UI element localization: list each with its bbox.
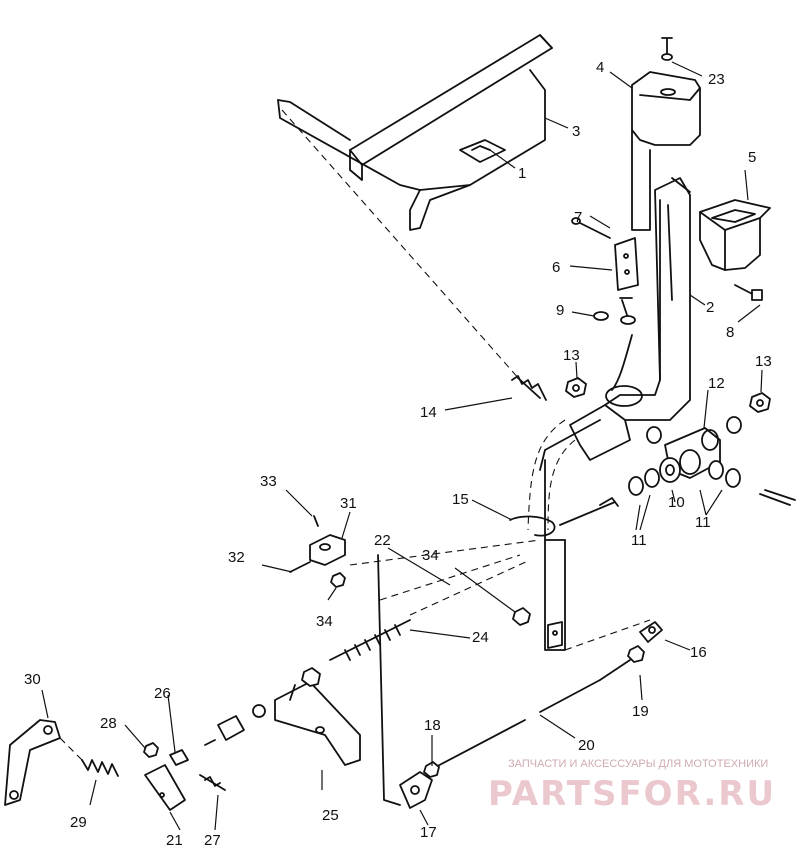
callout-6: 6: [552, 259, 560, 276]
part-34-nut-center: [512, 607, 531, 626]
part-13-nut-right: [749, 392, 771, 413]
callout-8: 8: [726, 324, 734, 341]
callout-23: 23: [708, 71, 725, 88]
callout-34b: 34: [422, 547, 439, 564]
part-18-nut: [423, 761, 440, 778]
callout-9: 9: [556, 302, 564, 319]
callout-17: 17: [420, 824, 437, 841]
callout-24: 24: [472, 629, 489, 646]
callout-10: 10: [668, 494, 685, 511]
part-8-bolt: [734, 284, 763, 301]
callout-3: 3: [572, 123, 580, 140]
part-4-upright-housing: [631, 71, 701, 231]
watermark-logo: PARTSFOR.RU: [488, 774, 776, 814]
callout-21: 21: [166, 832, 183, 849]
callout-5: 5: [748, 149, 756, 166]
callout-32: 32: [228, 549, 245, 566]
watermark-caption: ЗАПЧАСТИ И АКСЕССУАРЫ ДЛЯ МОТОТЕХНИКИ: [508, 758, 768, 770]
callout-1: 1: [518, 165, 526, 182]
callout-30: 30: [24, 671, 41, 688]
part-17-rod-end: [399, 771, 433, 809]
part-13-nut-left: [565, 377, 587, 398]
part-29-spring: [59, 737, 119, 777]
callout-25: 25: [322, 807, 339, 824]
lower-shift-lever: [527, 404, 631, 651]
callout-26: 26: [154, 685, 171, 702]
part-26-clip: [144, 749, 189, 811]
part-14-spring: [511, 375, 547, 401]
part-28-nut: [143, 742, 159, 758]
part-16-rod-end: [639, 621, 663, 643]
part-20-control-rod: [429, 619, 651, 771]
adjuster-fittings: [204, 667, 321, 746]
part-33-pin: [313, 515, 319, 527]
callout-7: 7: [574, 209, 582, 226]
part-34-nut-small: [330, 572, 346, 588]
callout-labels: 1 2 3 4 5 6 7 8 9 10 11 11 11 12 13 13 1…: [24, 59, 772, 849]
part-19-nut: [627, 645, 645, 663]
callout-18: 18: [424, 717, 441, 734]
part-9-washer: [593, 311, 609, 321]
part-5-sleeve: [699, 199, 771, 271]
part-2-shift-arm: [604, 177, 691, 421]
callout-22: 22: [374, 532, 391, 549]
callout-11a: 11: [631, 532, 647, 549]
part-25-plate: [274, 681, 361, 766]
callout-28: 28: [100, 715, 117, 732]
part-23-screw: [661, 37, 673, 61]
leader-lines: [41, 61, 763, 831]
part-32-rod: [289, 561, 311, 573]
part-11-washers: [628, 416, 742, 496]
pivot-bolt: [559, 489, 796, 526]
callout-2: 2: [706, 299, 714, 316]
callout-12: 12: [708, 375, 725, 392]
callout-15: 15: [452, 491, 469, 508]
assembly-lines: [281, 109, 541, 806]
part-3-mounting-rail: [277, 34, 553, 231]
part-30-bracket: [4, 719, 61, 806]
part-7-screw: [571, 217, 611, 239]
part-24-cable-end: [329, 619, 411, 661]
callout-13a: 13: [563, 347, 580, 364]
part-10-bushing: [659, 449, 701, 483]
callout-14: 14: [420, 404, 437, 421]
callout-16: 16: [690, 644, 707, 661]
watermark: ЗАПЧАСТИ И АКСЕССУАРЫ ДЛЯ МОТОТЕХНИКИ PA…: [488, 758, 776, 814]
part-6-bracket: [614, 237, 639, 291]
callout-13b: 13: [755, 353, 772, 370]
callout-29: 29: [70, 814, 87, 831]
callout-27: 27: [204, 832, 221, 849]
part-31-bracket: [309, 534, 346, 566]
callout-20: 20: [578, 737, 595, 754]
callout-4: 4: [596, 59, 604, 76]
callout-19: 19: [632, 703, 649, 720]
part-27-pin: [199, 774, 226, 791]
callout-31: 31: [340, 495, 357, 512]
cable-clamp: [605, 297, 643, 407]
callout-33: 33: [260, 473, 277, 490]
part-15-cotter-pin: [509, 515, 556, 537]
callout-11b: 11: [695, 514, 711, 531]
callout-34a: 34: [316, 613, 333, 630]
